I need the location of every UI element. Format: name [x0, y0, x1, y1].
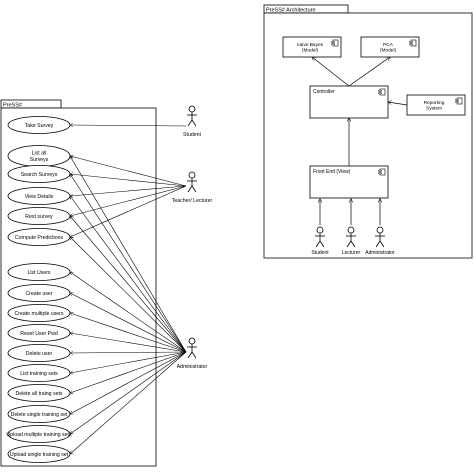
- association-line: [70, 174, 187, 187]
- use-case-label: Upload single training set: [10, 452, 69, 458]
- architecture-actor-label: Lecturer: [342, 250, 361, 256]
- use-case: Delete all traing sets: [7, 384, 71, 402]
- association-line: [70, 125, 187, 126]
- use-case-label: List training sets: [20, 371, 58, 377]
- component-icon: [379, 88, 386, 96]
- architecture-actor-label: Administrator: [365, 250, 395, 256]
- use-case-label: Surveys: [30, 157, 49, 163]
- architecture-actor-list: Student Lecturer Administrator: [311, 226, 395, 256]
- use-case: Delete user: [7, 344, 71, 362]
- architecture-actor: Student: [311, 226, 329, 256]
- use-case: Rest survey: [7, 207, 71, 225]
- use-case: Take Survey: [7, 116, 71, 134]
- association-lines: [70, 125, 187, 454]
- use-case: Upload single training set: [7, 445, 71, 463]
- use-case: Create multiple users: [7, 304, 71, 322]
- dependency-arrow: [388, 102, 408, 106]
- component-label: (Model): [380, 48, 397, 54]
- association-line: [70, 185, 187, 216]
- architecture-actor-label: Student: [311, 250, 329, 256]
- association-line: [70, 156, 187, 187]
- component-box: naive Bayes(Model): [282, 36, 342, 58]
- actor-label: Administrator: [177, 364, 208, 370]
- use-case-label: Delete all traing sets: [16, 391, 63, 397]
- architecture-tab-label: PreSS# Architecture: [266, 8, 316, 14]
- actor-figure: Student: [183, 105, 201, 138]
- association-line: [70, 237, 187, 353]
- use-case-label: List Users: [27, 270, 50, 276]
- association-line: [70, 185, 187, 196]
- use-case: Compute Predictions: [7, 228, 71, 246]
- use-case-label: Reset User Pwd: [20, 331, 58, 337]
- association-line: [70, 351, 187, 454]
- association-line: [70, 216, 187, 353]
- use-case: Search Surveys: [7, 165, 71, 183]
- use-case: Delete single training set: [7, 405, 71, 423]
- use-case: List Users: [7, 263, 71, 281]
- component-label: PCA: [383, 42, 394, 48]
- dependency-arrow: [312, 57, 350, 87]
- actor-figure: Administrator: [177, 337, 208, 370]
- actor-figure: Teacher/ Lecturer: [172, 171, 213, 204]
- component-icon: [332, 39, 339, 47]
- association-line: [70, 196, 187, 353]
- component-label: naive Bayes: [297, 42, 324, 48]
- association-line: [70, 156, 187, 353]
- use-case: View Details: [7, 187, 71, 205]
- component-label: Controller: [313, 89, 335, 95]
- component-icon: [379, 168, 386, 176]
- use-case-label: Compute Predictions: [15, 235, 64, 241]
- use-case-label: List all: [32, 151, 47, 157]
- association-line: [70, 185, 187, 237]
- component-box: Front End (View): [309, 165, 389, 199]
- actor-label: Student: [183, 132, 201, 138]
- component-label: Reporting: [424, 100, 445, 106]
- use-case: Create user: [7, 284, 71, 302]
- association-line: [70, 351, 187, 414]
- use-case-label: Take Survey: [25, 123, 54, 129]
- association-line: [70, 293, 187, 353]
- component-box: PCA(Model): [360, 36, 420, 58]
- use-case: List training sets: [7, 364, 71, 382]
- association-line: [70, 351, 187, 434]
- association-line: [70, 174, 187, 353]
- association-line: [70, 313, 187, 353]
- package-tab-label: PreSS#: [3, 103, 23, 109]
- use-case-label: Rest survey: [25, 214, 53, 220]
- use-case-label: Create multiple users: [14, 311, 63, 317]
- component-label: System: [426, 106, 442, 112]
- component-label: (Model): [302, 48, 319, 54]
- component-icon: [410, 39, 417, 47]
- use-case: Upload multiple training sets: [6, 425, 72, 443]
- actor-label: Teacher/ Lecturer: [172, 198, 213, 204]
- association-line: [70, 352, 187, 353]
- architecture-actor: Lecturer: [342, 226, 361, 256]
- component-box: Controller: [309, 85, 389, 119]
- architecture-connectors: [312, 57, 408, 225]
- use-case-label: Create user: [25, 291, 52, 297]
- component-list: naive Bayes(Model)PCA(Model)ControllerRe…: [282, 36, 466, 199]
- use-case: Reset User Pwd: [7, 324, 71, 342]
- component-icon: [456, 97, 463, 105]
- use-case-label: Delete user: [26, 351, 53, 357]
- dependency-arrow: [348, 57, 390, 87]
- architecture-actor: Administrator: [365, 226, 395, 256]
- association-line: [70, 272, 187, 353]
- use-case-label: View Details: [25, 194, 54, 200]
- association-line: [70, 333, 187, 353]
- association-line: [70, 351, 187, 373]
- use-case-label: Search Surveys: [21, 172, 58, 178]
- use-case-label: Upload multiple training sets: [6, 432, 72, 438]
- component-label: Front End (View): [313, 169, 351, 175]
- use-case-label: Delete single training set: [11, 412, 68, 418]
- association-line: [70, 351, 187, 393]
